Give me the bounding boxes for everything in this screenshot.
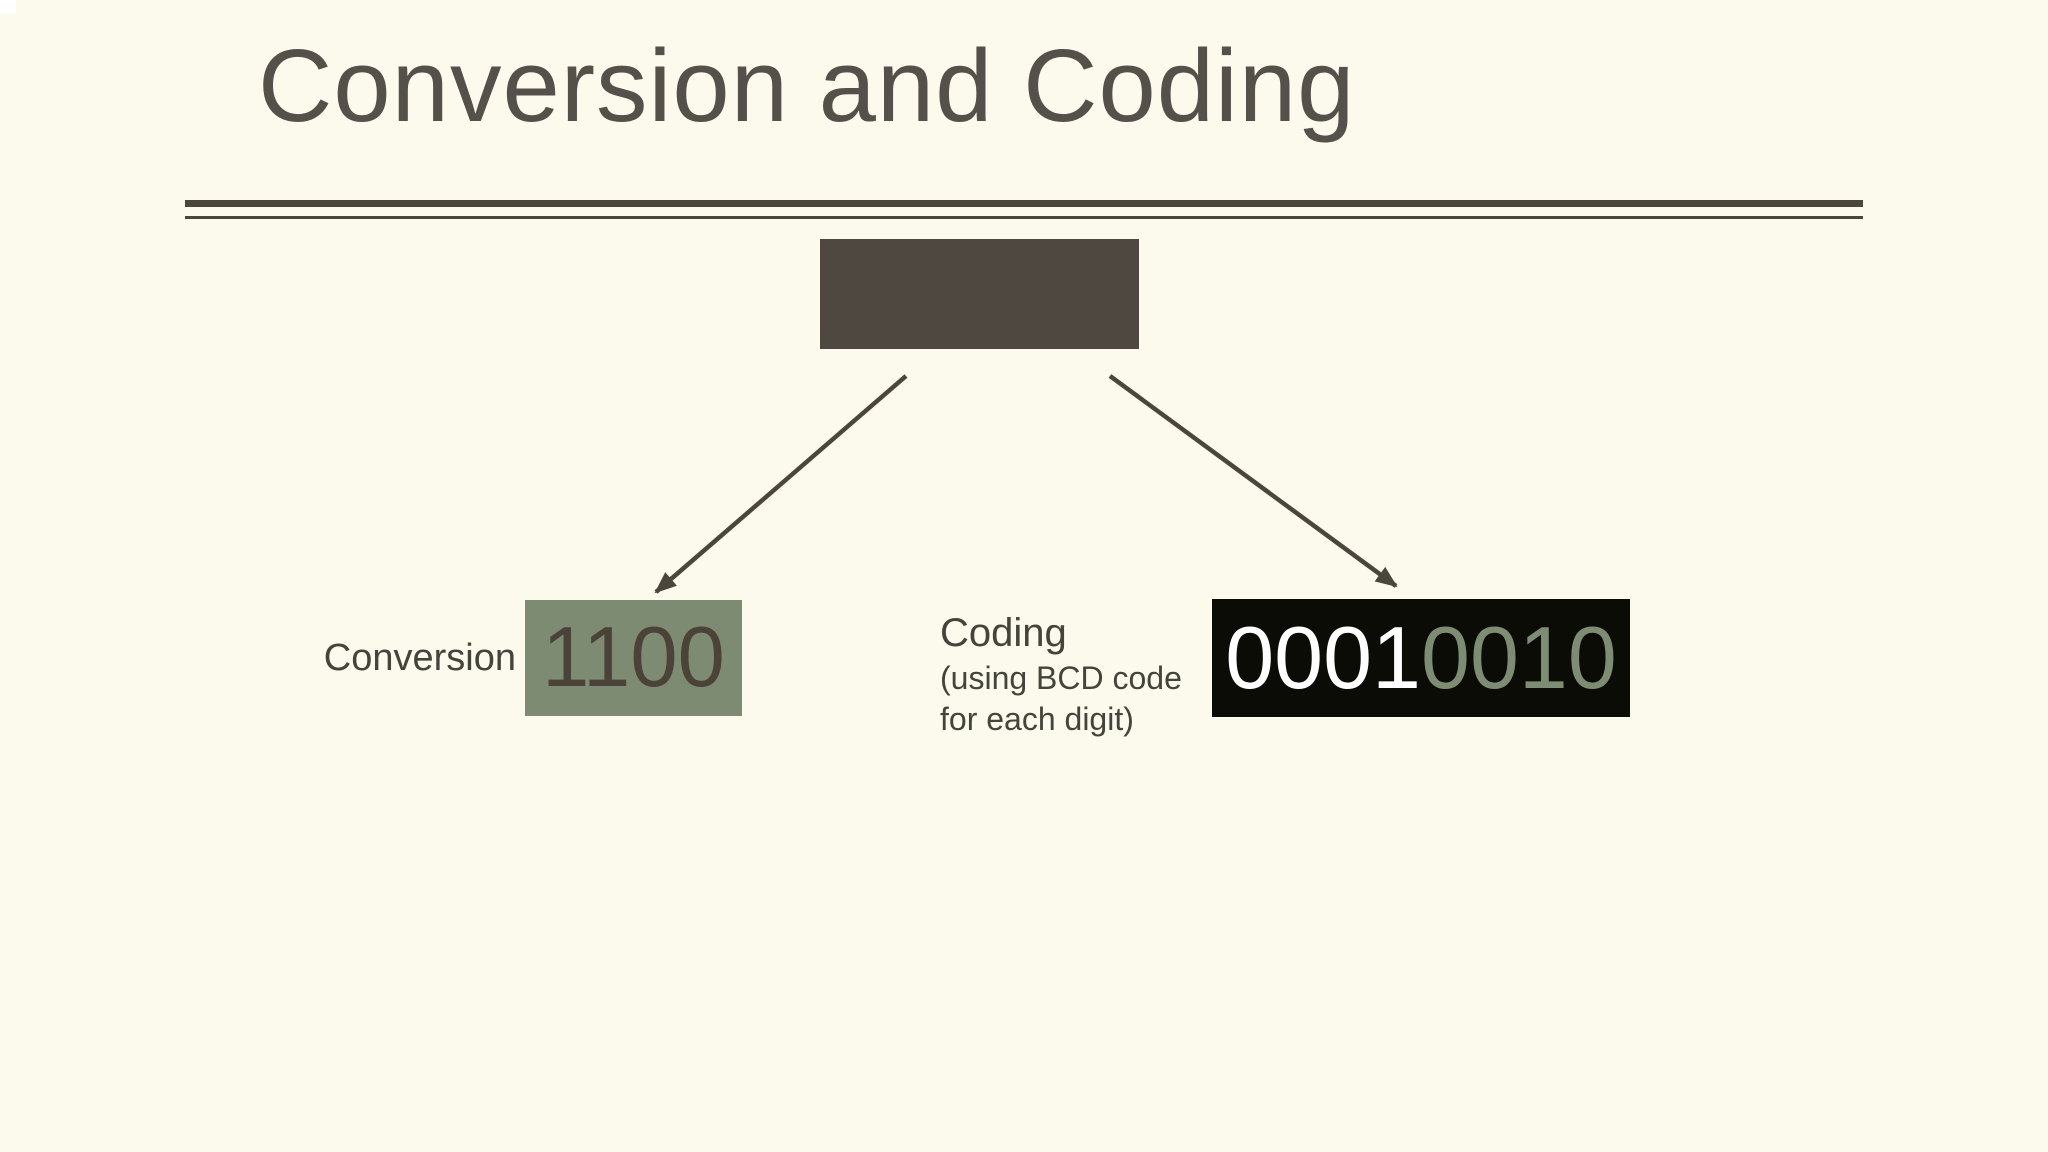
conversion-result-box: 1100 <box>525 600 742 716</box>
coding-label: Coding <box>940 611 1067 655</box>
coding-result-value-low-nibble: 0010 <box>1421 608 1617 707</box>
coding-label-block: Coding (using BCD code for each digit) <box>940 608 1182 740</box>
arrow-to-conversion <box>654 374 908 594</box>
coding-result-value-high-nibble: 0001 <box>1225 608 1421 707</box>
decimal-source-box <box>820 239 1139 349</box>
arrow-to-coding <box>1108 374 1398 588</box>
corner-notch-artifact <box>0 0 16 13</box>
title-rule-thick <box>185 200 1863 207</box>
conversion-label: Conversion <box>323 637 516 679</box>
slide-title: Conversion and Coding <box>258 28 1356 143</box>
coding-note-line2: for each digit) <box>940 701 1134 737</box>
coding-note-line1: (using BCD code <box>940 660 1182 696</box>
title-rule-thin <box>185 216 1863 219</box>
conversion-result-value: 1100 <box>542 610 725 705</box>
